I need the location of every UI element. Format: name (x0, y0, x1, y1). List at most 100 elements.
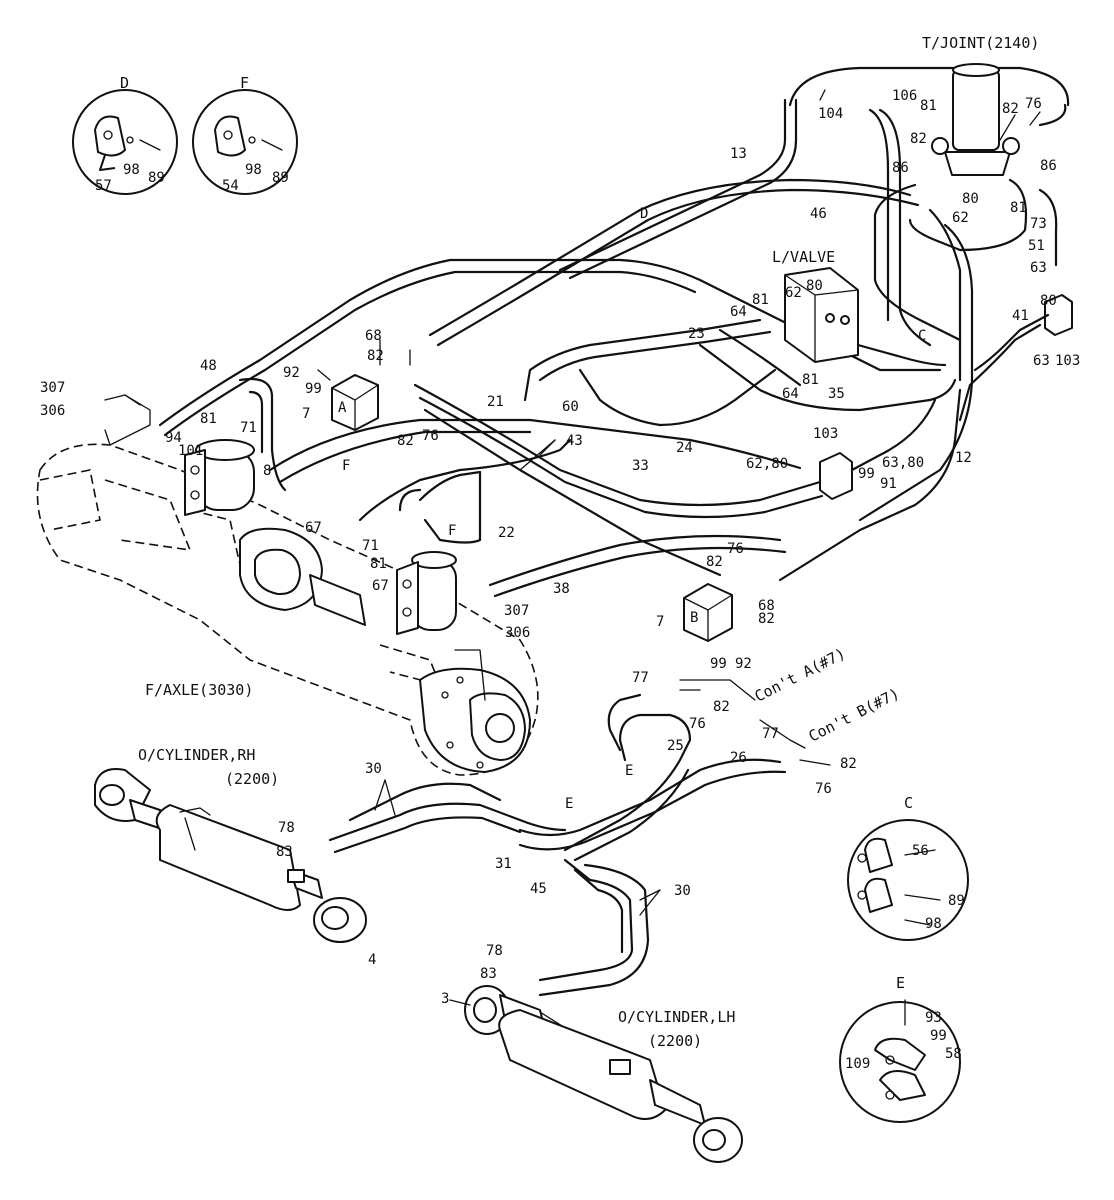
svg-text:25: 25 (667, 738, 684, 754)
svg-text:60: 60 (562, 399, 579, 415)
svg-text:82: 82 (1002, 101, 1019, 117)
svg-text:22: 22 (498, 525, 515, 541)
hose-43 (268, 418, 802, 472)
svg-text:77: 77 (762, 726, 779, 742)
o-cylinder-rh-title: O/CYLINDER,RH (138, 746, 255, 764)
svg-text:307: 307 (504, 603, 529, 619)
svg-text:306: 306 (40, 403, 65, 419)
svg-text:38: 38 (553, 581, 570, 597)
t-joint-body (931, 63, 1020, 176)
svg-text:99: 99 (858, 466, 875, 482)
svg-text:89: 89 (148, 170, 165, 186)
svg-text:12: 12 (955, 450, 972, 466)
hose-23 (523, 318, 762, 402)
svg-text:54: 54 (222, 178, 239, 194)
svg-text:86: 86 (892, 160, 909, 176)
hose-41 (973, 313, 1050, 372)
svg-text:58: 58 (945, 1046, 962, 1062)
l-valve-title: L/VALVE (772, 248, 835, 266)
svg-text:7: 7 (302, 406, 310, 422)
continue-b-label: Con't B(#7) (806, 684, 903, 745)
section-mark-c: C (918, 328, 926, 344)
svg-text:76: 76 (1025, 96, 1042, 112)
svg-text:48: 48 (200, 358, 217, 374)
svg-text:73: 73 (1030, 216, 1047, 232)
svg-text:43: 43 (566, 433, 583, 449)
svg-text:99: 99 (930, 1028, 947, 1044)
svg-text:21: 21 (487, 394, 504, 410)
svg-text:99: 99 (710, 656, 727, 672)
svg-text:98: 98 (123, 162, 140, 178)
hose-12 (928, 208, 962, 382)
svg-text:82: 82 (397, 433, 414, 449)
svg-text:81: 81 (802, 372, 819, 388)
hose-51 (1038, 188, 1058, 267)
steering-cylinder-lower (396, 551, 457, 635)
part-labels: 104 106 81 82 76 82 86 86 80 62 81 73 51… (40, 88, 1080, 1007)
section-mark-d: D (640, 206, 648, 222)
svg-text:56: 56 (912, 843, 929, 859)
svg-text:81: 81 (752, 292, 769, 308)
cylinder-lh (464, 985, 743, 1163)
svg-text:104: 104 (818, 106, 843, 122)
svg-text:98: 98 (245, 162, 262, 178)
hose-35 (698, 343, 957, 412)
detail-view-f: F 54 98 89 (192, 74, 298, 195)
svg-text:F: F (448, 523, 456, 539)
svg-text:89: 89 (948, 893, 965, 909)
fitting-block-103-top (1044, 294, 1073, 336)
svg-text:76: 76 (815, 781, 832, 797)
svg-text:109: 109 (845, 1056, 870, 1072)
svg-text:4: 4 (368, 952, 376, 968)
svg-text:80: 80 (1040, 293, 1057, 309)
svg-text:71: 71 (240, 420, 257, 436)
svg-text:80: 80 (806, 278, 823, 294)
svg-text:30: 30 (674, 883, 691, 899)
svg-text:82: 82 (713, 699, 730, 715)
svg-text:78: 78 (486, 943, 503, 959)
svg-text:86: 86 (1040, 158, 1057, 174)
hose-104 (788, 66, 1070, 107)
svg-text:30: 30 (365, 761, 382, 777)
svg-text:(2200): (2200) (225, 770, 279, 788)
fitting-block-103-mid (819, 452, 853, 500)
hose-30-lower (538, 858, 634, 982)
svg-text:B: B (690, 610, 698, 626)
t-joint-title: T/JOINT(2140) (922, 34, 1039, 52)
svg-text:81: 81 (1010, 200, 1027, 216)
valve-block-a: A (331, 374, 379, 431)
svg-text:89: 89 (272, 170, 289, 186)
svg-text:68: 68 (758, 598, 775, 614)
svg-text:92: 92 (283, 365, 300, 381)
svg-text:78: 78 (278, 820, 295, 836)
section-mark-e: E (625, 763, 633, 779)
steering-cylinder-upper (184, 439, 255, 516)
svg-text:63: 63 (1030, 260, 1047, 276)
svg-text:E: E (896, 974, 905, 992)
svg-text:45: 45 (530, 881, 547, 897)
svg-text:F: F (240, 74, 249, 92)
svg-text:101: 101 (178, 443, 203, 459)
front-axle-title: F/AXLE(3030) (145, 681, 253, 699)
valve-block-b: B (683, 583, 733, 642)
svg-text:46: 46 (810, 206, 827, 222)
hose-22 (418, 470, 482, 544)
svg-text:80: 80 (962, 191, 979, 207)
svg-text:8: 8 (263, 463, 271, 479)
svg-text:81: 81 (920, 98, 937, 114)
svg-text:63,80: 63,80 (882, 455, 924, 471)
detail-view-d: D 57 98 89 (72, 74, 178, 195)
svg-text:306: 306 (505, 625, 530, 641)
svg-text:98: 98 (925, 916, 942, 932)
detail-view-e: E 93 99 58 109 (839, 974, 962, 1123)
svg-text:94: 94 (165, 430, 182, 446)
svg-text:62: 62 (785, 285, 802, 301)
svg-text:81: 81 (200, 411, 217, 427)
svg-text:83: 83 (276, 844, 293, 860)
svg-text:D: D (120, 74, 129, 92)
svg-text:E: E (565, 796, 573, 812)
svg-text:13: 13 (730, 146, 747, 162)
svg-text:77: 77 (632, 670, 649, 686)
svg-text:106: 106 (892, 88, 917, 104)
